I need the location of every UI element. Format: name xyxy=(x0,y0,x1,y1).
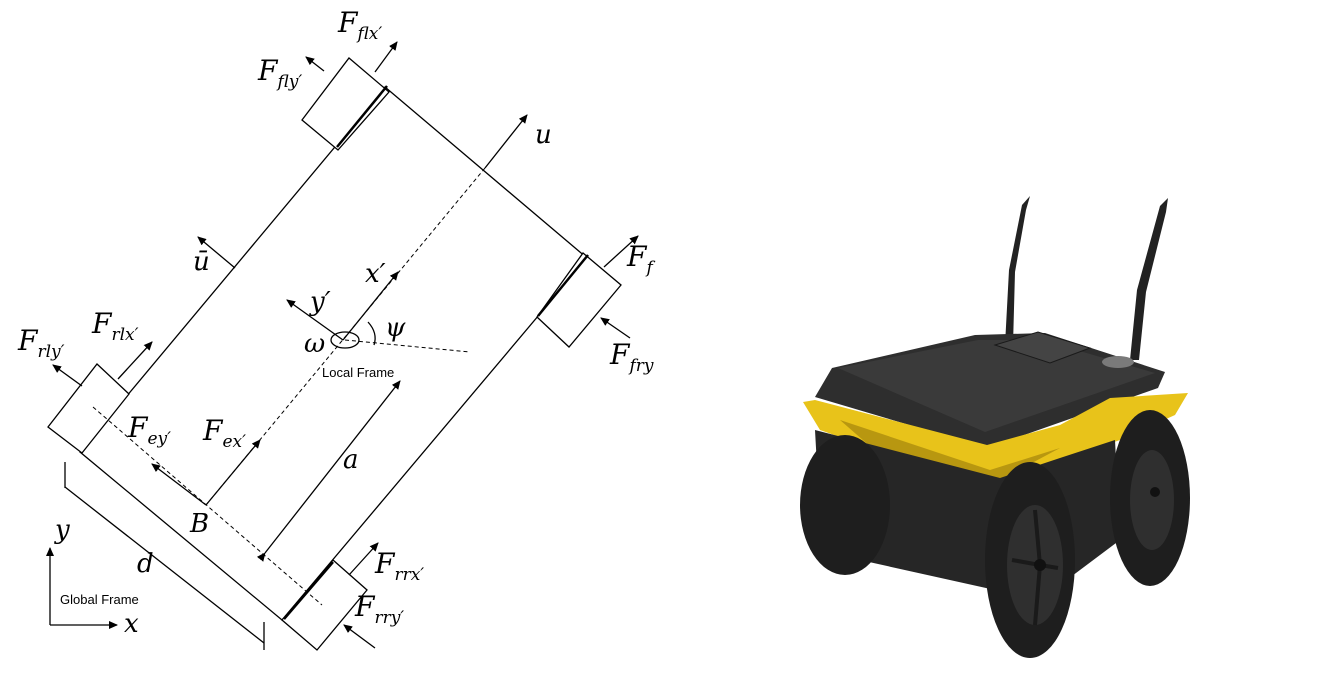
top-plate-surface xyxy=(838,340,1155,432)
front-left-wheel xyxy=(301,57,390,151)
front-bumper xyxy=(803,393,1188,480)
label-F-rly: Frly′ xyxy=(17,324,65,362)
F-rly-arrow xyxy=(52,364,83,387)
front-right-wheel-contact xyxy=(537,254,589,317)
u-arrow xyxy=(484,114,528,169)
F-rry-arrow xyxy=(343,624,376,649)
x-prime-axis-arrow xyxy=(342,271,399,341)
label-F-rlx: Frlx′ xyxy=(91,307,139,345)
chassis-outline xyxy=(79,86,588,621)
F-fry-arrow xyxy=(600,317,631,339)
front-left-tire xyxy=(800,435,890,575)
y-prime-axis-arrow xyxy=(286,299,344,341)
heading-reference-line xyxy=(344,339,471,353)
label-psi: ψ xyxy=(385,313,406,343)
F-ex-arrow xyxy=(205,439,261,506)
front-right-wheel xyxy=(536,252,622,348)
front-left-wheel-contact xyxy=(336,85,388,148)
u-bar-arrow xyxy=(197,236,236,269)
label-F-fly: Ffly′ xyxy=(257,54,302,92)
gps-puck xyxy=(1102,356,1134,368)
F-rlx-arrow xyxy=(117,341,153,380)
label-F-ex: Fex′ xyxy=(202,414,246,452)
rear-right-tire xyxy=(1110,410,1190,586)
label-F-fry: Ffry xyxy=(609,338,654,376)
label-a: a xyxy=(343,445,359,475)
label-F-flx: Fflx′ xyxy=(337,6,382,44)
diagram-labels: Fflx′ Ffly′ Ff Ffry Frlx′ Frly′ Fey′ Fex… xyxy=(17,6,655,639)
vehicle-free-body-diagram xyxy=(46,41,639,651)
front-right-tire xyxy=(985,462,1075,658)
dimension-a-line xyxy=(256,380,401,562)
top-mount-box xyxy=(993,331,1092,364)
label-d: d xyxy=(137,549,154,579)
rear-axle-line xyxy=(92,406,323,606)
label-omega: ω xyxy=(304,329,325,359)
label-F-f: Ff xyxy=(626,240,655,278)
omega-rotation-icon xyxy=(330,331,360,349)
label-y-prime: y′ xyxy=(309,287,331,317)
label-F-rry: Frry′ xyxy=(354,590,404,628)
label-u-bar: ū xyxy=(193,247,210,277)
label-F-rrx: Frrx′ xyxy=(374,547,424,585)
F-rrx-arrow xyxy=(348,542,379,576)
F-flx-arrow xyxy=(374,41,398,73)
global-frame-label: Global Frame xyxy=(60,592,139,607)
label-global-x: x xyxy=(124,609,139,639)
F-f-arrow xyxy=(603,235,639,268)
label-u: u xyxy=(535,120,552,150)
local-frame-label: Local Frame xyxy=(322,365,394,380)
right-antenna xyxy=(1130,198,1168,360)
label-F-ey: Fey′ xyxy=(127,411,171,449)
robot-photo xyxy=(800,196,1190,658)
rear-right-wheel-contact xyxy=(283,561,334,620)
label-x-prime: x′ xyxy=(365,259,386,289)
label-B: B xyxy=(189,509,209,539)
rear-left-wheel xyxy=(47,363,130,454)
left-antenna xyxy=(1005,196,1030,345)
F-ey-arrow xyxy=(151,463,207,506)
F-fly-arrow xyxy=(305,56,325,72)
label-global-y: y xyxy=(54,515,70,545)
psi-angle-arc xyxy=(367,321,376,346)
dimension-d-line xyxy=(64,486,265,644)
